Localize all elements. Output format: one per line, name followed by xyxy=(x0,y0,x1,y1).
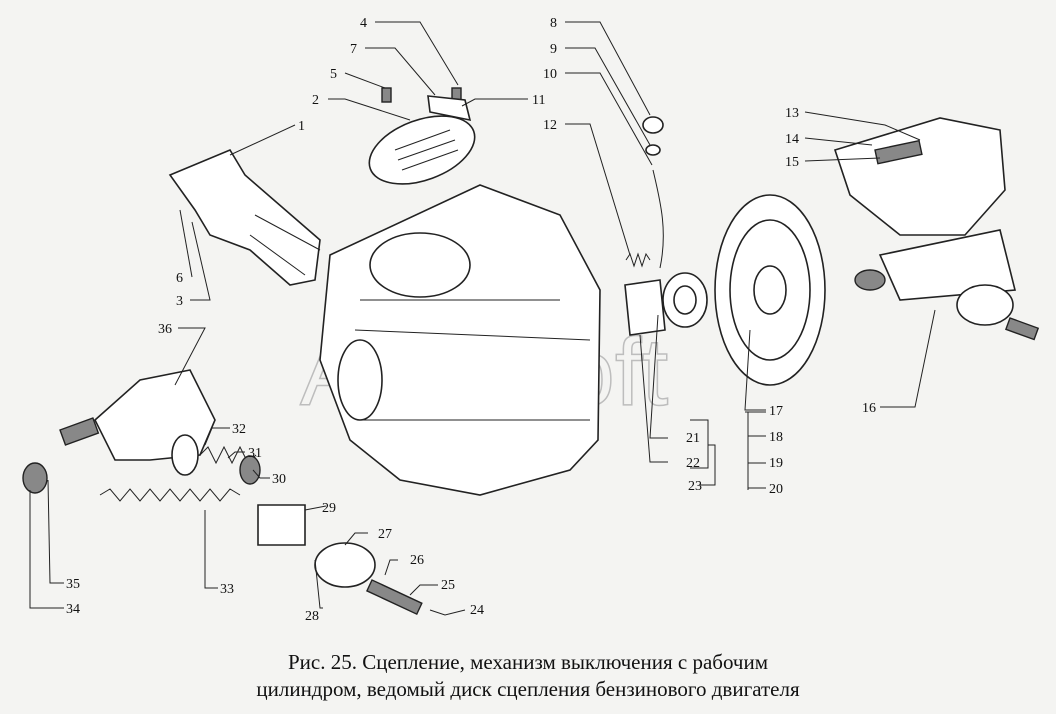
callout-10: 10 xyxy=(543,67,557,82)
callout-labels: 4 7 5 2 11 1 6 3 8 9 10 12 13 14 15 16 1… xyxy=(66,16,876,624)
callout-21: 21 xyxy=(686,431,700,446)
clutch-housing xyxy=(319,184,601,496)
callout-25: 25 xyxy=(441,578,455,593)
callout-26: 26 xyxy=(410,553,424,568)
callout-11: 11 xyxy=(532,93,545,108)
figure-caption-line-2: цилиндром, ведомый диск сцепления бензин… xyxy=(256,677,800,701)
slave-cylinder-left xyxy=(22,369,423,616)
driven-disc xyxy=(714,194,826,386)
callout-2: 2 xyxy=(312,93,319,108)
clutch-hose xyxy=(642,116,664,269)
inspection-cover xyxy=(368,115,476,185)
callout-17: 17 xyxy=(769,404,783,419)
callout-28: 28 xyxy=(305,609,319,624)
callout-33: 33 xyxy=(220,582,234,597)
callout-5: 5 xyxy=(330,67,337,82)
callout-30: 30 xyxy=(272,472,286,487)
callout-16: 16 xyxy=(862,401,876,416)
return-spring-12 xyxy=(625,252,651,268)
slave-cylinder-bracket-right xyxy=(833,117,1040,341)
callout-36: 36 xyxy=(158,322,172,337)
callout-32: 32 xyxy=(232,422,246,437)
callout-13: 13 xyxy=(785,106,799,121)
bearing-sleeve xyxy=(624,279,666,336)
callout-4: 4 xyxy=(360,16,367,31)
callout-23: 23 xyxy=(688,479,702,494)
callout-3: 3 xyxy=(176,294,183,309)
callout-22: 22 xyxy=(686,456,700,471)
callout-15: 15 xyxy=(785,155,799,170)
cap-34 xyxy=(22,462,48,494)
callout-35: 35 xyxy=(66,577,80,592)
callout-14: 14 xyxy=(785,132,799,147)
callout-19: 19 xyxy=(769,456,783,471)
callout-18: 18 xyxy=(769,430,783,445)
callout-1: 1 xyxy=(298,119,305,134)
callout-24: 24 xyxy=(470,603,484,618)
callout-12: 12 xyxy=(543,118,557,133)
callout-8: 8 xyxy=(550,16,557,31)
callout-9: 9 xyxy=(550,42,557,57)
callout-27: 27 xyxy=(378,527,392,542)
callout-29: 29 xyxy=(322,501,336,516)
callout-6: 6 xyxy=(176,271,183,286)
callout-34: 34 xyxy=(66,602,80,617)
figure-caption-line-1: Рис. 25. Сцепление, механизм выключения … xyxy=(287,650,769,674)
bolt-5 xyxy=(381,87,392,103)
callout-31: 31 xyxy=(248,446,262,461)
callout-7: 7 xyxy=(350,42,357,57)
leader-lines xyxy=(29,21,936,616)
release-fork xyxy=(168,148,321,286)
bracket-7 xyxy=(427,95,472,122)
callout-20: 20 xyxy=(769,482,783,497)
